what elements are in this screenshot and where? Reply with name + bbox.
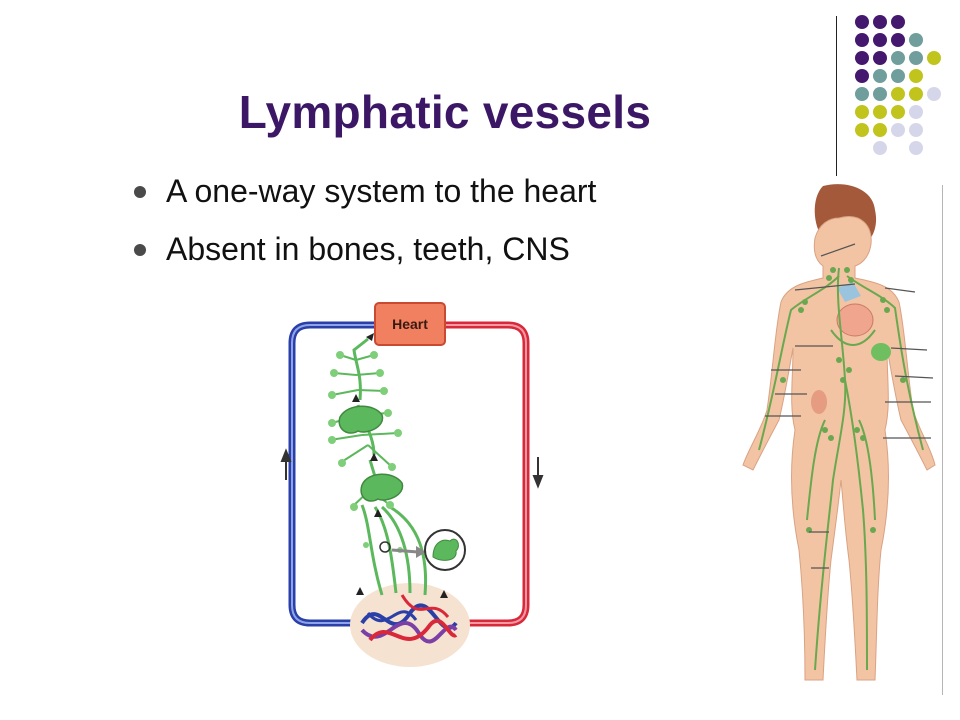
dot-row-3: [855, 51, 941, 65]
bullet-dot-icon: [134, 186, 146, 198]
gut-patch: [811, 390, 827, 414]
heart-box: Heart: [374, 302, 446, 346]
side-divider-line: [942, 185, 943, 695]
upward-arrow-icon: [280, 448, 292, 480]
bullet-text: A one-way system to the heart: [166, 173, 597, 209]
lymph-circulation-diagram: Heart: [280, 302, 544, 667]
heart-organ: [836, 303, 874, 337]
downward-arrow-icon: [532, 457, 544, 489]
bullet-text: Absent in bones, teeth, CNS: [166, 231, 570, 267]
thymus: [837, 282, 861, 302]
human-lymphatic-figure: [742, 184, 936, 681]
bullet-item: A one-way system to the heart: [130, 162, 596, 220]
lymph-network: [758, 267, 924, 671]
dot-row-8: [873, 141, 923, 155]
vertical-divider-line: [836, 16, 837, 176]
slide-title: Lymphatic vessels: [238, 86, 652, 138]
spleen: [871, 343, 891, 361]
heart-label: Heart: [392, 316, 428, 332]
valve-magnifier: [379, 529, 466, 571]
lymph-node: [360, 473, 404, 502]
dot-row-4: [855, 69, 923, 83]
artery-path: [438, 321, 530, 627]
lymph-nodules: [328, 351, 403, 553]
valve-icon: [432, 538, 459, 561]
dot-row-1: [855, 15, 905, 29]
bullet-dot-icon: [134, 244, 146, 256]
flow-arrow-icons: [352, 333, 448, 598]
dot-row-2: [855, 33, 923, 47]
capillary-bed: [350, 583, 470, 667]
bullet-list: A one-way system to the heart Absent in …: [130, 162, 596, 278]
lymph-node: [338, 405, 384, 434]
bullet-item: Absent in bones, teeth, CNS: [130, 220, 596, 278]
label-leader-lines: [765, 243, 934, 569]
